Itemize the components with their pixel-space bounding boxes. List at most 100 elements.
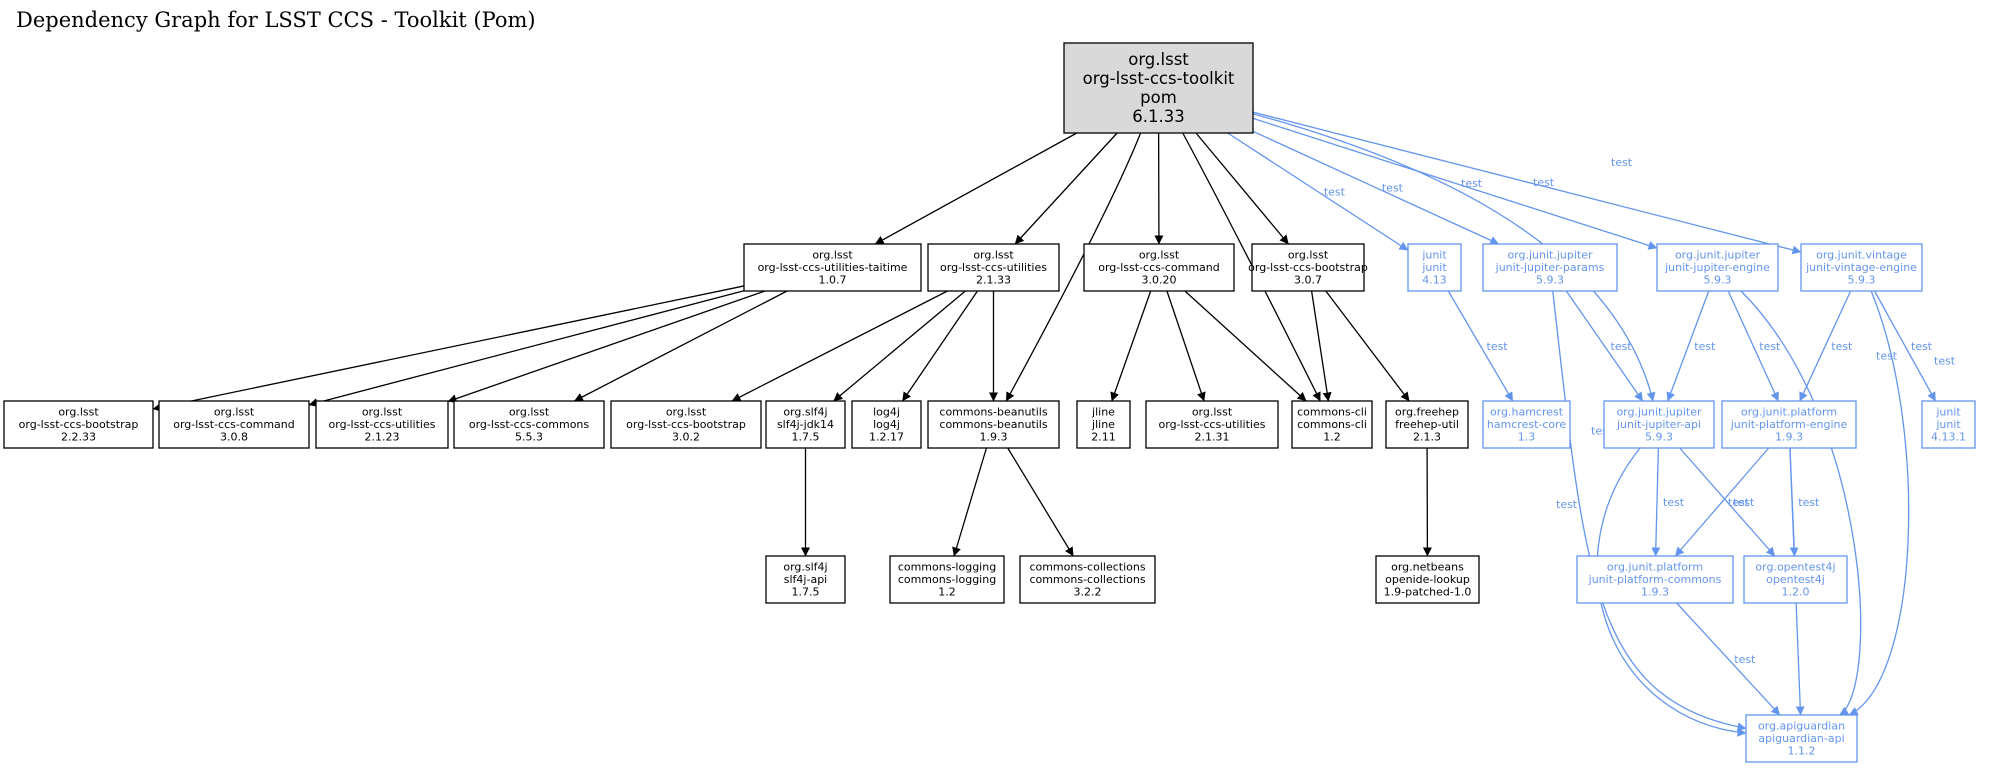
node-label-line: 3.0.20 bbox=[1142, 274, 1177, 287]
node-label-line: 1.1.2 bbox=[1788, 745, 1816, 758]
node-label-line: 4.13 bbox=[1422, 274, 1447, 287]
node-box bbox=[1385, 400, 1469, 449]
node-label-line: org.lsst bbox=[1139, 249, 1180, 262]
node-label-line: 5.9.3 bbox=[1848, 274, 1876, 287]
node-label-line: 4.13.1 bbox=[1931, 431, 1966, 444]
node-box bbox=[1482, 400, 1571, 449]
edge-root-to-boot307 bbox=[1195, 132, 1289, 245]
node-label-line: 3.0.8 bbox=[220, 431, 248, 444]
node-box bbox=[610, 400, 762, 449]
node-label-line: 1.9.3 bbox=[1775, 431, 1803, 444]
node-label-line: org.junit.jupiter bbox=[1616, 406, 1702, 419]
node-box bbox=[927, 400, 1060, 449]
edge-pcommons-to-apiguardian bbox=[1676, 602, 1781, 716]
node-label-line: log4j bbox=[873, 418, 900, 431]
node-label-line: freehep-util bbox=[1395, 418, 1459, 431]
node-label-line: org-lsst-ccs-utilities bbox=[940, 261, 1047, 274]
node-label-line: 3.2.2 bbox=[1074, 586, 1102, 599]
node-label-line: 1.2 bbox=[938, 586, 956, 599]
node-jengine: org.junit.jupiterjunit-jupiter-engine5.9… bbox=[1656, 243, 1779, 292]
edge-label-jengine-to-pengine: test bbox=[1759, 340, 1781, 353]
node-label-line: apiguardian-api bbox=[1758, 732, 1844, 745]
edge-vintage-to-junit4131 bbox=[1873, 290, 1937, 402]
node-label-line: jline bbox=[1091, 418, 1115, 431]
node-label-line: 5.9.3 bbox=[1645, 431, 1673, 444]
node-label-line: org.lsst bbox=[214, 406, 255, 419]
node-box bbox=[743, 243, 922, 292]
node-box bbox=[1407, 243, 1462, 292]
node-label-line: org.freehep bbox=[1395, 406, 1459, 419]
node-label-line: jline bbox=[1091, 406, 1115, 419]
node-label-line: commons-collections bbox=[1029, 561, 1145, 574]
edge-label-root-to-jparams: test bbox=[1382, 182, 1404, 195]
node-label-line: org.apiguardian bbox=[1758, 720, 1845, 733]
node-label-line: 1.2 bbox=[1323, 431, 1341, 444]
node-label-line: org.lsst bbox=[666, 406, 707, 419]
node-label-line: 2.1.23 bbox=[365, 431, 400, 444]
edge-root-to-util2133 bbox=[1014, 132, 1118, 245]
node-label-line: junit-jupiter-params bbox=[1495, 261, 1605, 274]
node-label-line: junit-platform-engine bbox=[1730, 418, 1848, 431]
node-box bbox=[1656, 243, 1779, 292]
edge-beanutils-to-collections bbox=[1007, 447, 1074, 557]
edge-label-vintage-to-junit4131: test bbox=[1911, 340, 1933, 353]
node-label-line: 1.7.5 bbox=[792, 586, 820, 599]
node-label-line: org-lsst-ccs-utilities-taitime bbox=[758, 261, 908, 274]
edge-taitime-to-util2123 bbox=[447, 290, 766, 403]
edge-japi-to-apiguardian bbox=[1596, 447, 1747, 737]
edge-label-jparams-to-japi: test bbox=[1611, 340, 1633, 353]
edge-taitime-to-commons553 bbox=[574, 290, 788, 402]
node-box bbox=[1745, 714, 1858, 763]
edge-label-pengine-to-pcommons: test bbox=[1728, 496, 1750, 509]
node-label-line: org-lsst-ccs-utilities bbox=[1159, 418, 1266, 431]
node-label-line: org-lsst-ccs-utilities bbox=[329, 418, 436, 431]
node-label-line: 5.9.3 bbox=[1536, 274, 1564, 287]
node-box bbox=[1076, 400, 1131, 449]
edge-jengine-to-japi bbox=[1666, 290, 1710, 402]
node-label-line: org-lsst-ccs-bootstrap bbox=[1248, 261, 1368, 274]
node-label-line: 2.11 bbox=[1091, 431, 1116, 444]
edge-root-to-jengine bbox=[1252, 117, 1658, 250]
node-label-line: org-lsst-ccs-toolkit bbox=[1083, 69, 1235, 88]
node-label-line: 2.2.33 bbox=[61, 431, 96, 444]
node-label-line: junit-vintage-engine bbox=[1805, 261, 1917, 274]
edge-label-japi-to-pcommons: test bbox=[1663, 496, 1685, 509]
node-label-line: 2.1.31 bbox=[1195, 431, 1230, 444]
node-label-line: org.hamcrest bbox=[1490, 406, 1564, 419]
node-label-line: org.netbeans bbox=[1391, 561, 1464, 574]
node-label-line: junit-jupiter-api bbox=[1616, 418, 1701, 431]
node-box bbox=[889, 555, 1005, 604]
node-label-line: org.lsst bbox=[1128, 50, 1189, 69]
edge-vintage-to-pengine bbox=[1799, 290, 1852, 402]
node-label-line: commons-logging bbox=[898, 561, 996, 574]
edge-util2133-to-log4j bbox=[901, 290, 979, 402]
node-box bbox=[1145, 400, 1279, 449]
node-box bbox=[1482, 243, 1618, 292]
node-label-line: 1.2.0 bbox=[1782, 586, 1810, 599]
node-box bbox=[1603, 400, 1715, 449]
node-box bbox=[1743, 555, 1848, 604]
node-label-line: org.lsst bbox=[1192, 406, 1233, 419]
node-label-line: org.junit.platform bbox=[1741, 406, 1837, 419]
node-label-line: 6.1.33 bbox=[1132, 107, 1184, 126]
node-label-line: org.lsst bbox=[58, 406, 99, 419]
node-label-line: org.junit.jupiter bbox=[1675, 249, 1761, 262]
node-label-line: hamcrest-core bbox=[1487, 418, 1567, 431]
edge-jengine-to-pengine bbox=[1727, 290, 1779, 402]
node-label-line: org.lsst bbox=[812, 249, 853, 262]
